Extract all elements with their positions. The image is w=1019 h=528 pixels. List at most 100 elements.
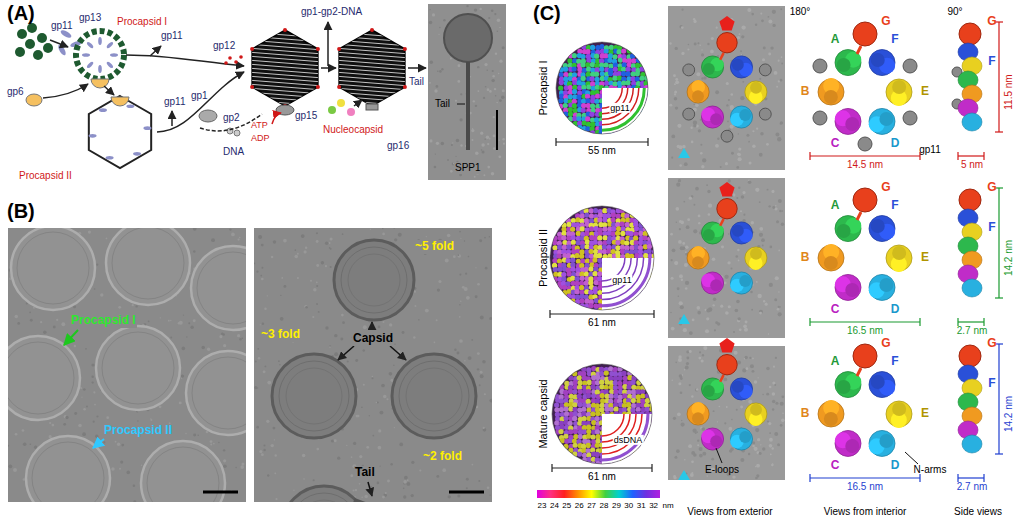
micrograph-grain bbox=[403, 495, 406, 498]
micrograph-grain bbox=[479, 239, 482, 242]
capsomer bbox=[599, 44, 604, 49]
capsomer bbox=[568, 94, 573, 99]
micrograph-grain bbox=[359, 483, 361, 485]
micrograph-grain bbox=[133, 484, 135, 486]
capsomer bbox=[576, 116, 581, 121]
capsomer bbox=[633, 236, 638, 241]
capsid-particle bbox=[334, 240, 414, 320]
scaffold-protein bbox=[89, 134, 97, 138]
sphere-ground bbox=[552, 364, 652, 464]
micrograph-grain bbox=[261, 244, 264, 247]
scaffold-protein bbox=[98, 37, 102, 45]
micrograph-grain bbox=[74, 345, 76, 347]
gp12-protein bbox=[228, 56, 232, 60]
procapsid-shell bbox=[192, 357, 246, 429]
capsomer bbox=[572, 402, 577, 407]
micrograph-grain bbox=[498, 73, 499, 74]
micrograph-grain bbox=[426, 236, 427, 237]
micrograph-grain bbox=[106, 416, 109, 419]
capsomer bbox=[592, 257, 597, 262]
capsomer bbox=[552, 258, 557, 263]
capsomer bbox=[595, 429, 600, 434]
micrograph-grain bbox=[493, 116, 495, 118]
capsomer bbox=[593, 208, 598, 213]
micrograph-grain bbox=[382, 321, 384, 323]
capsomer bbox=[568, 429, 573, 434]
micrograph-grain bbox=[372, 376, 374, 378]
micrograph-grain bbox=[346, 445, 347, 446]
micrograph-grain bbox=[434, 89, 437, 92]
capsomer bbox=[562, 245, 567, 250]
capsomer bbox=[602, 244, 607, 249]
micrograph-grain bbox=[132, 304, 134, 306]
capsomer bbox=[554, 420, 559, 425]
capsomer bbox=[615, 231, 620, 236]
micrograph-ground bbox=[254, 228, 492, 502]
micrograph-grain bbox=[366, 446, 369, 449]
dna-hatch bbox=[247, 88, 323, 94]
gp12-protein bbox=[234, 60, 238, 64]
capsomer bbox=[616, 214, 621, 219]
capsomer bbox=[580, 258, 585, 263]
micrograph-grain bbox=[407, 479, 409, 481]
scaffold-protein bbox=[110, 53, 118, 57]
micrograph-grain bbox=[231, 233, 235, 237]
dna-hatch bbox=[247, 92, 323, 98]
micrograph-grain bbox=[457, 494, 460, 497]
micrograph-grain bbox=[237, 238, 239, 240]
capsomer bbox=[589, 218, 594, 223]
flow-arrow bbox=[93, 439, 104, 448]
micrograph-grain bbox=[207, 348, 210, 351]
micrograph-grain bbox=[436, 85, 439, 88]
capsomer bbox=[599, 371, 604, 376]
capsomer bbox=[585, 94, 590, 99]
micrograph-grain bbox=[450, 58, 452, 60]
micrograph-grain bbox=[318, 311, 320, 313]
cutaway-layer bbox=[602, 88, 644, 130]
micrograph-grain bbox=[414, 305, 416, 307]
capsomer bbox=[604, 370, 609, 375]
micrograph-grain bbox=[313, 479, 315, 481]
capsomer bbox=[567, 271, 572, 276]
capsomer bbox=[647, 244, 652, 249]
capsomer bbox=[570, 276, 575, 281]
capsomer bbox=[566, 258, 571, 263]
micrograph-grain bbox=[30, 319, 33, 322]
micrograph-grain bbox=[100, 293, 103, 296]
micrograph-grain bbox=[474, 8, 477, 11]
micrograph-grain bbox=[293, 490, 294, 491]
micrograph-grain bbox=[386, 398, 388, 400]
capsomer bbox=[581, 103, 586, 108]
capsomer bbox=[586, 425, 591, 430]
capsomer bbox=[600, 393, 605, 398]
micrograph-grain bbox=[361, 497, 363, 499]
micrograph-grain bbox=[297, 277, 299, 279]
micrograph-grain bbox=[468, 356, 472, 360]
scaffold-protein bbox=[86, 41, 94, 49]
micrograph-grain bbox=[313, 288, 317, 292]
capsomer bbox=[612, 54, 617, 59]
capsomer bbox=[584, 281, 589, 286]
micrograph-grain bbox=[304, 305, 307, 308]
micrograph-grain bbox=[260, 324, 261, 325]
micrograph-grain bbox=[482, 360, 486, 364]
micrograph-grain bbox=[451, 144, 453, 146]
dna-hatch bbox=[334, 40, 410, 46]
micrograph-grain bbox=[283, 285, 286, 288]
micrograph-grain bbox=[93, 421, 95, 423]
cutaway bbox=[602, 88, 648, 134]
capsid-dna-ring bbox=[341, 247, 407, 313]
capsomer bbox=[572, 89, 577, 94]
micrograph-grain bbox=[275, 498, 277, 500]
procapsid-shell bbox=[102, 332, 174, 404]
micrograph-grain bbox=[425, 309, 429, 313]
capsomer bbox=[603, 235, 608, 240]
micrograph-grain bbox=[503, 143, 505, 145]
capsomer bbox=[602, 217, 607, 222]
capsomer bbox=[622, 62, 627, 67]
gp15-protein bbox=[328, 106, 336, 114]
capsomer bbox=[595, 375, 600, 380]
micrograph-grain bbox=[262, 322, 264, 324]
micrograph-grain bbox=[495, 52, 497, 54]
capsomer bbox=[581, 407, 586, 412]
